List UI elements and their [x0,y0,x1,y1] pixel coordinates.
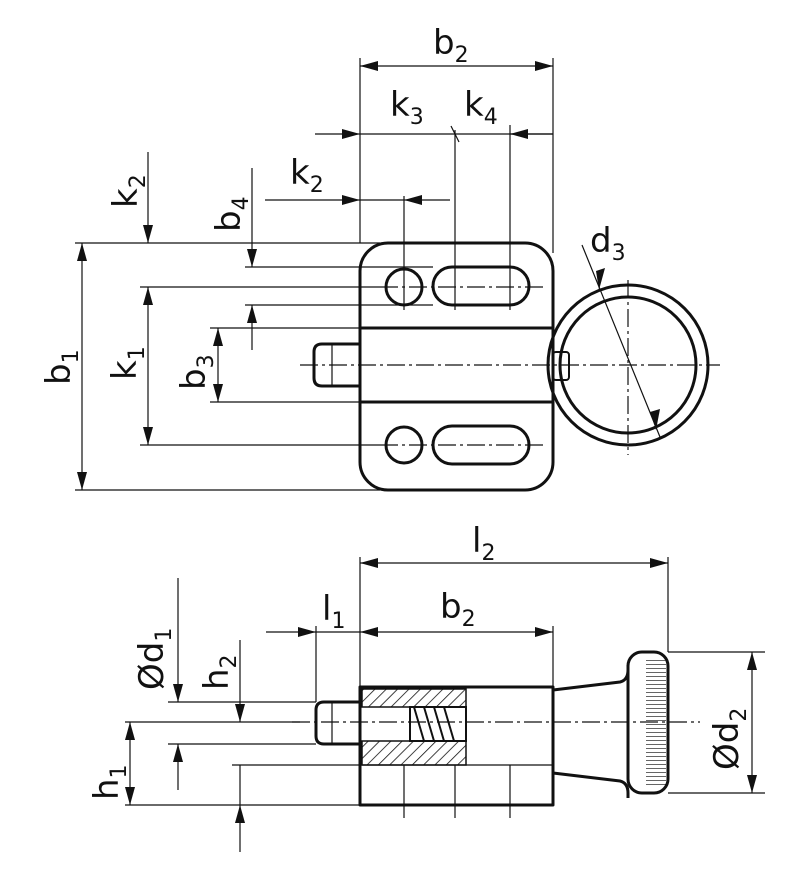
b1-arrow-bottom [77,472,87,490]
d3-arrow-top [596,268,605,290]
label-b4: b4 [209,196,254,232]
b2b-arrow-right [535,627,553,637]
label-k2-horizontal: k2 [290,153,324,198]
k4-arrow [510,129,528,139]
side-view [125,557,765,852]
b1-arrow-top [77,243,87,261]
label-d3: d3 [590,221,626,266]
label-k3: k3 [390,85,424,130]
label-d2: Ød2 [707,708,752,770]
b4-arrow-bottom [247,305,257,323]
h2-arrow-bottom [235,805,245,823]
b3-arrow-top [213,328,223,346]
side-section-upper [361,688,467,708]
d2-arrow-top [747,652,757,670]
h2-arrow-top [235,704,245,722]
label-l2: l2 [472,521,495,566]
label-b2-bottom: b2 [440,587,476,632]
d3-arrow-bottom [650,409,660,430]
k1-arrow-bottom [143,427,153,445]
k3-arrow [342,129,360,139]
d3-dimension-line [581,244,661,438]
b2-arrow-left [360,61,378,71]
top-view [75,58,720,492]
top-slot-upper [431,265,531,307]
b4-arrow-top [247,249,257,267]
d2-arrow-bottom [747,775,757,793]
h1-arrow-top [125,722,135,740]
b2b-arrow-left [360,627,378,637]
label-h1: h1 [87,764,132,800]
h1-arrow-bottom [125,787,135,805]
d1-arrow-bottom [173,744,183,762]
label-b3: b3 [174,354,219,390]
label-k2-vertical: k2 [106,174,151,208]
l1-arrow [298,627,316,637]
side-section-lower [361,740,467,766]
side-stem [552,665,630,798]
side-spring [413,706,455,742]
l2-arrow-right [650,558,668,568]
side-knob-knurl [646,658,666,788]
d1-arrow-top [173,684,183,702]
label-l1: l1 [322,589,345,634]
label-k1: k1 [105,346,150,380]
k3-k4-tick [450,125,460,143]
k2-arrow-left [342,195,360,205]
k2-vertical-arrow-top [143,225,153,243]
label-k4: k4 [464,85,498,130]
label-b1: b1 [39,349,84,385]
label-d1: Ød1 [132,628,177,690]
label-b2-top: b2 [433,23,469,68]
k2-arrow-right [404,195,422,205]
side-plunger-pin [314,700,360,746]
b3-arrow-bottom [213,384,223,402]
l2-arrow-left [360,558,378,568]
k1-arrow-top [143,287,153,305]
label-h2: h2 [197,654,242,690]
b2-arrow-right [535,61,553,71]
side-spring-bore [409,706,467,742]
